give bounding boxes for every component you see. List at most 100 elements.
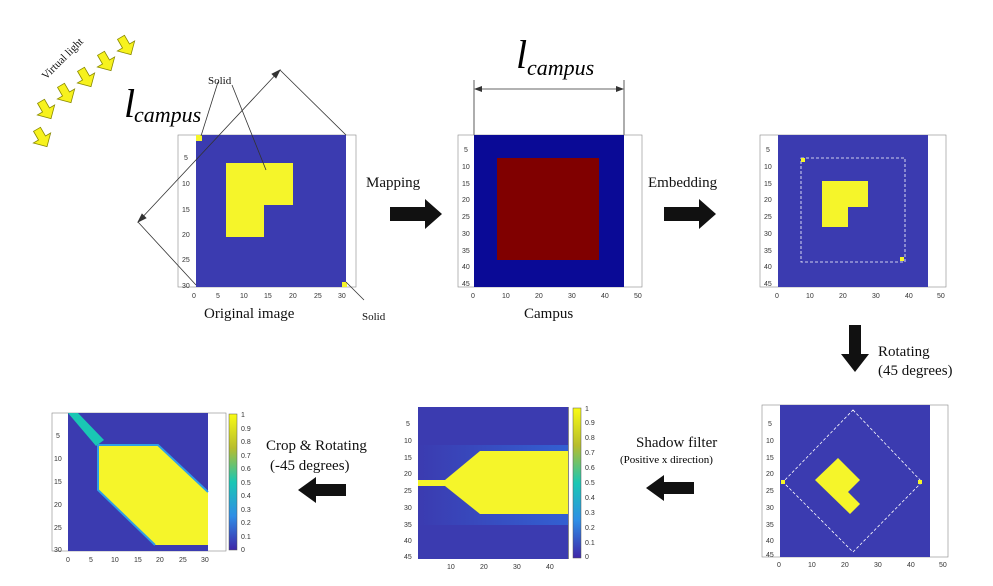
tick: 45 xyxy=(764,281,772,288)
tick: 30 xyxy=(404,505,412,512)
virtual-light-label: Virtual light xyxy=(40,36,86,82)
shadow-shape xyxy=(418,451,568,514)
rotating-degrees: (45 degrees) xyxy=(878,363,953,379)
tick: 30 xyxy=(874,562,882,569)
tick: 20 xyxy=(841,562,849,569)
tick: 25 xyxy=(314,293,322,300)
tick: 30 xyxy=(462,231,470,238)
tick: 0 xyxy=(192,293,196,300)
original-background xyxy=(196,135,346,287)
campus-caption: Campus xyxy=(524,306,573,322)
colorbar-shadow xyxy=(572,407,582,559)
tick: 0 xyxy=(241,547,245,554)
tick: 0.1 xyxy=(241,534,251,541)
tick: 0.3 xyxy=(241,507,251,514)
tick: 25 xyxy=(54,525,62,532)
tick: 50 xyxy=(937,293,945,300)
solid-pixel-bottom xyxy=(342,282,347,287)
tick: 20 xyxy=(289,293,297,300)
tick: 0.5 xyxy=(241,480,251,487)
rotating-arrow xyxy=(841,325,869,372)
tick: 15 xyxy=(766,455,774,462)
tick: 35 xyxy=(404,522,412,529)
panel-rotated: 5 10 15 20 25 30 35 40 45 0 10 20 30 40 … xyxy=(761,404,949,569)
panel-campus: 5 10 15 20 25 30 35 40 45 0 10 20 30 40 … xyxy=(457,80,643,300)
tick: 20 xyxy=(480,564,488,571)
tick: 40 xyxy=(601,293,609,300)
tick: 50 xyxy=(634,293,642,300)
tick: 0 xyxy=(777,562,781,569)
embedded-l-shape xyxy=(822,181,868,227)
tick: 0.3 xyxy=(585,510,595,517)
tick: 20 xyxy=(764,197,772,204)
tick: 30 xyxy=(338,293,346,300)
tick: 10 xyxy=(111,557,119,564)
tick: 5 xyxy=(184,155,188,162)
tick: 20 xyxy=(766,471,774,478)
tick: 30 xyxy=(54,547,62,554)
solid-label-bottom: Solid xyxy=(362,311,386,323)
l-campus-symbol-left: l xyxy=(124,81,135,126)
tick: 5 xyxy=(464,147,468,154)
tick: 0.9 xyxy=(585,420,595,427)
colorbar-cropped xyxy=(228,413,238,551)
tick: 20 xyxy=(535,293,543,300)
mapping-arrow xyxy=(390,199,442,229)
tick: 15 xyxy=(54,479,62,486)
tick: 0.4 xyxy=(585,495,595,502)
tick: 10 xyxy=(766,438,774,445)
tick: 10 xyxy=(182,181,190,188)
tick: 30 xyxy=(568,293,576,300)
tick: 45 xyxy=(404,554,412,561)
rotated-boundary xyxy=(782,409,923,553)
tick: 40 xyxy=(766,538,774,545)
tick: 0.6 xyxy=(585,465,595,472)
crop-rotating-label: Crop & Rotating xyxy=(266,438,367,454)
tick: 15 xyxy=(462,181,470,188)
campus-core xyxy=(497,158,599,260)
tick: 10 xyxy=(447,564,455,571)
tick: 0.4 xyxy=(241,493,251,500)
embedding-arrow xyxy=(664,199,716,229)
original-l-shape xyxy=(226,163,293,237)
tick: 20 xyxy=(462,197,470,204)
crop-rotating-degrees: (-45 degrees) xyxy=(270,458,350,474)
tick: 10 xyxy=(764,164,772,171)
tick: 5 xyxy=(216,293,220,300)
tick: 20 xyxy=(839,293,847,300)
tick: 40 xyxy=(764,264,772,271)
tick: 40 xyxy=(546,564,554,571)
tick: 0.2 xyxy=(241,520,251,527)
tick: 25 xyxy=(182,257,190,264)
panel-shadow: 1 0.9 0.8 0.7 0.6 0.5 0.4 0.3 0.2 0.1 0 … xyxy=(404,406,595,571)
tick: 10 xyxy=(404,438,412,445)
tick: 25 xyxy=(404,488,412,495)
tick: 0.9 xyxy=(241,426,251,433)
tick: 30 xyxy=(766,505,774,512)
tick: 40 xyxy=(404,538,412,545)
tick: 10 xyxy=(54,456,62,463)
tick: 0.8 xyxy=(241,439,251,446)
tick: 25 xyxy=(179,557,187,564)
tick: 30 xyxy=(513,564,521,571)
tick: 5 xyxy=(766,147,770,154)
tick: 5 xyxy=(768,421,772,428)
tick: 30 xyxy=(201,557,209,564)
tick: 5 xyxy=(406,421,410,428)
tick: 45 xyxy=(462,281,470,288)
tick: 20 xyxy=(182,232,190,239)
panel-original-image: 5 10 15 20 25 30 0 5 10 15 20 25 30 xyxy=(177,134,357,300)
panel-embedded: 5 10 15 20 25 30 35 40 45 0 10 20 30 40 … xyxy=(759,134,947,300)
mapping-label: Mapping xyxy=(366,175,421,191)
tick: 15 xyxy=(264,293,272,300)
panel-cropped: 1 0.9 0.8 0.7 0.6 0.5 0.4 0.3 0.2 0.1 0 … xyxy=(51,412,251,564)
shadow-filter-direction: (Positive x direction) xyxy=(620,454,713,466)
tick: 30 xyxy=(872,293,880,300)
tick: 25 xyxy=(766,488,774,495)
tick: 25 xyxy=(462,214,470,221)
tick: 35 xyxy=(764,248,772,255)
tick: 0.6 xyxy=(241,466,251,473)
virtual-light-arrows xyxy=(32,34,136,148)
tick: 10 xyxy=(806,293,814,300)
